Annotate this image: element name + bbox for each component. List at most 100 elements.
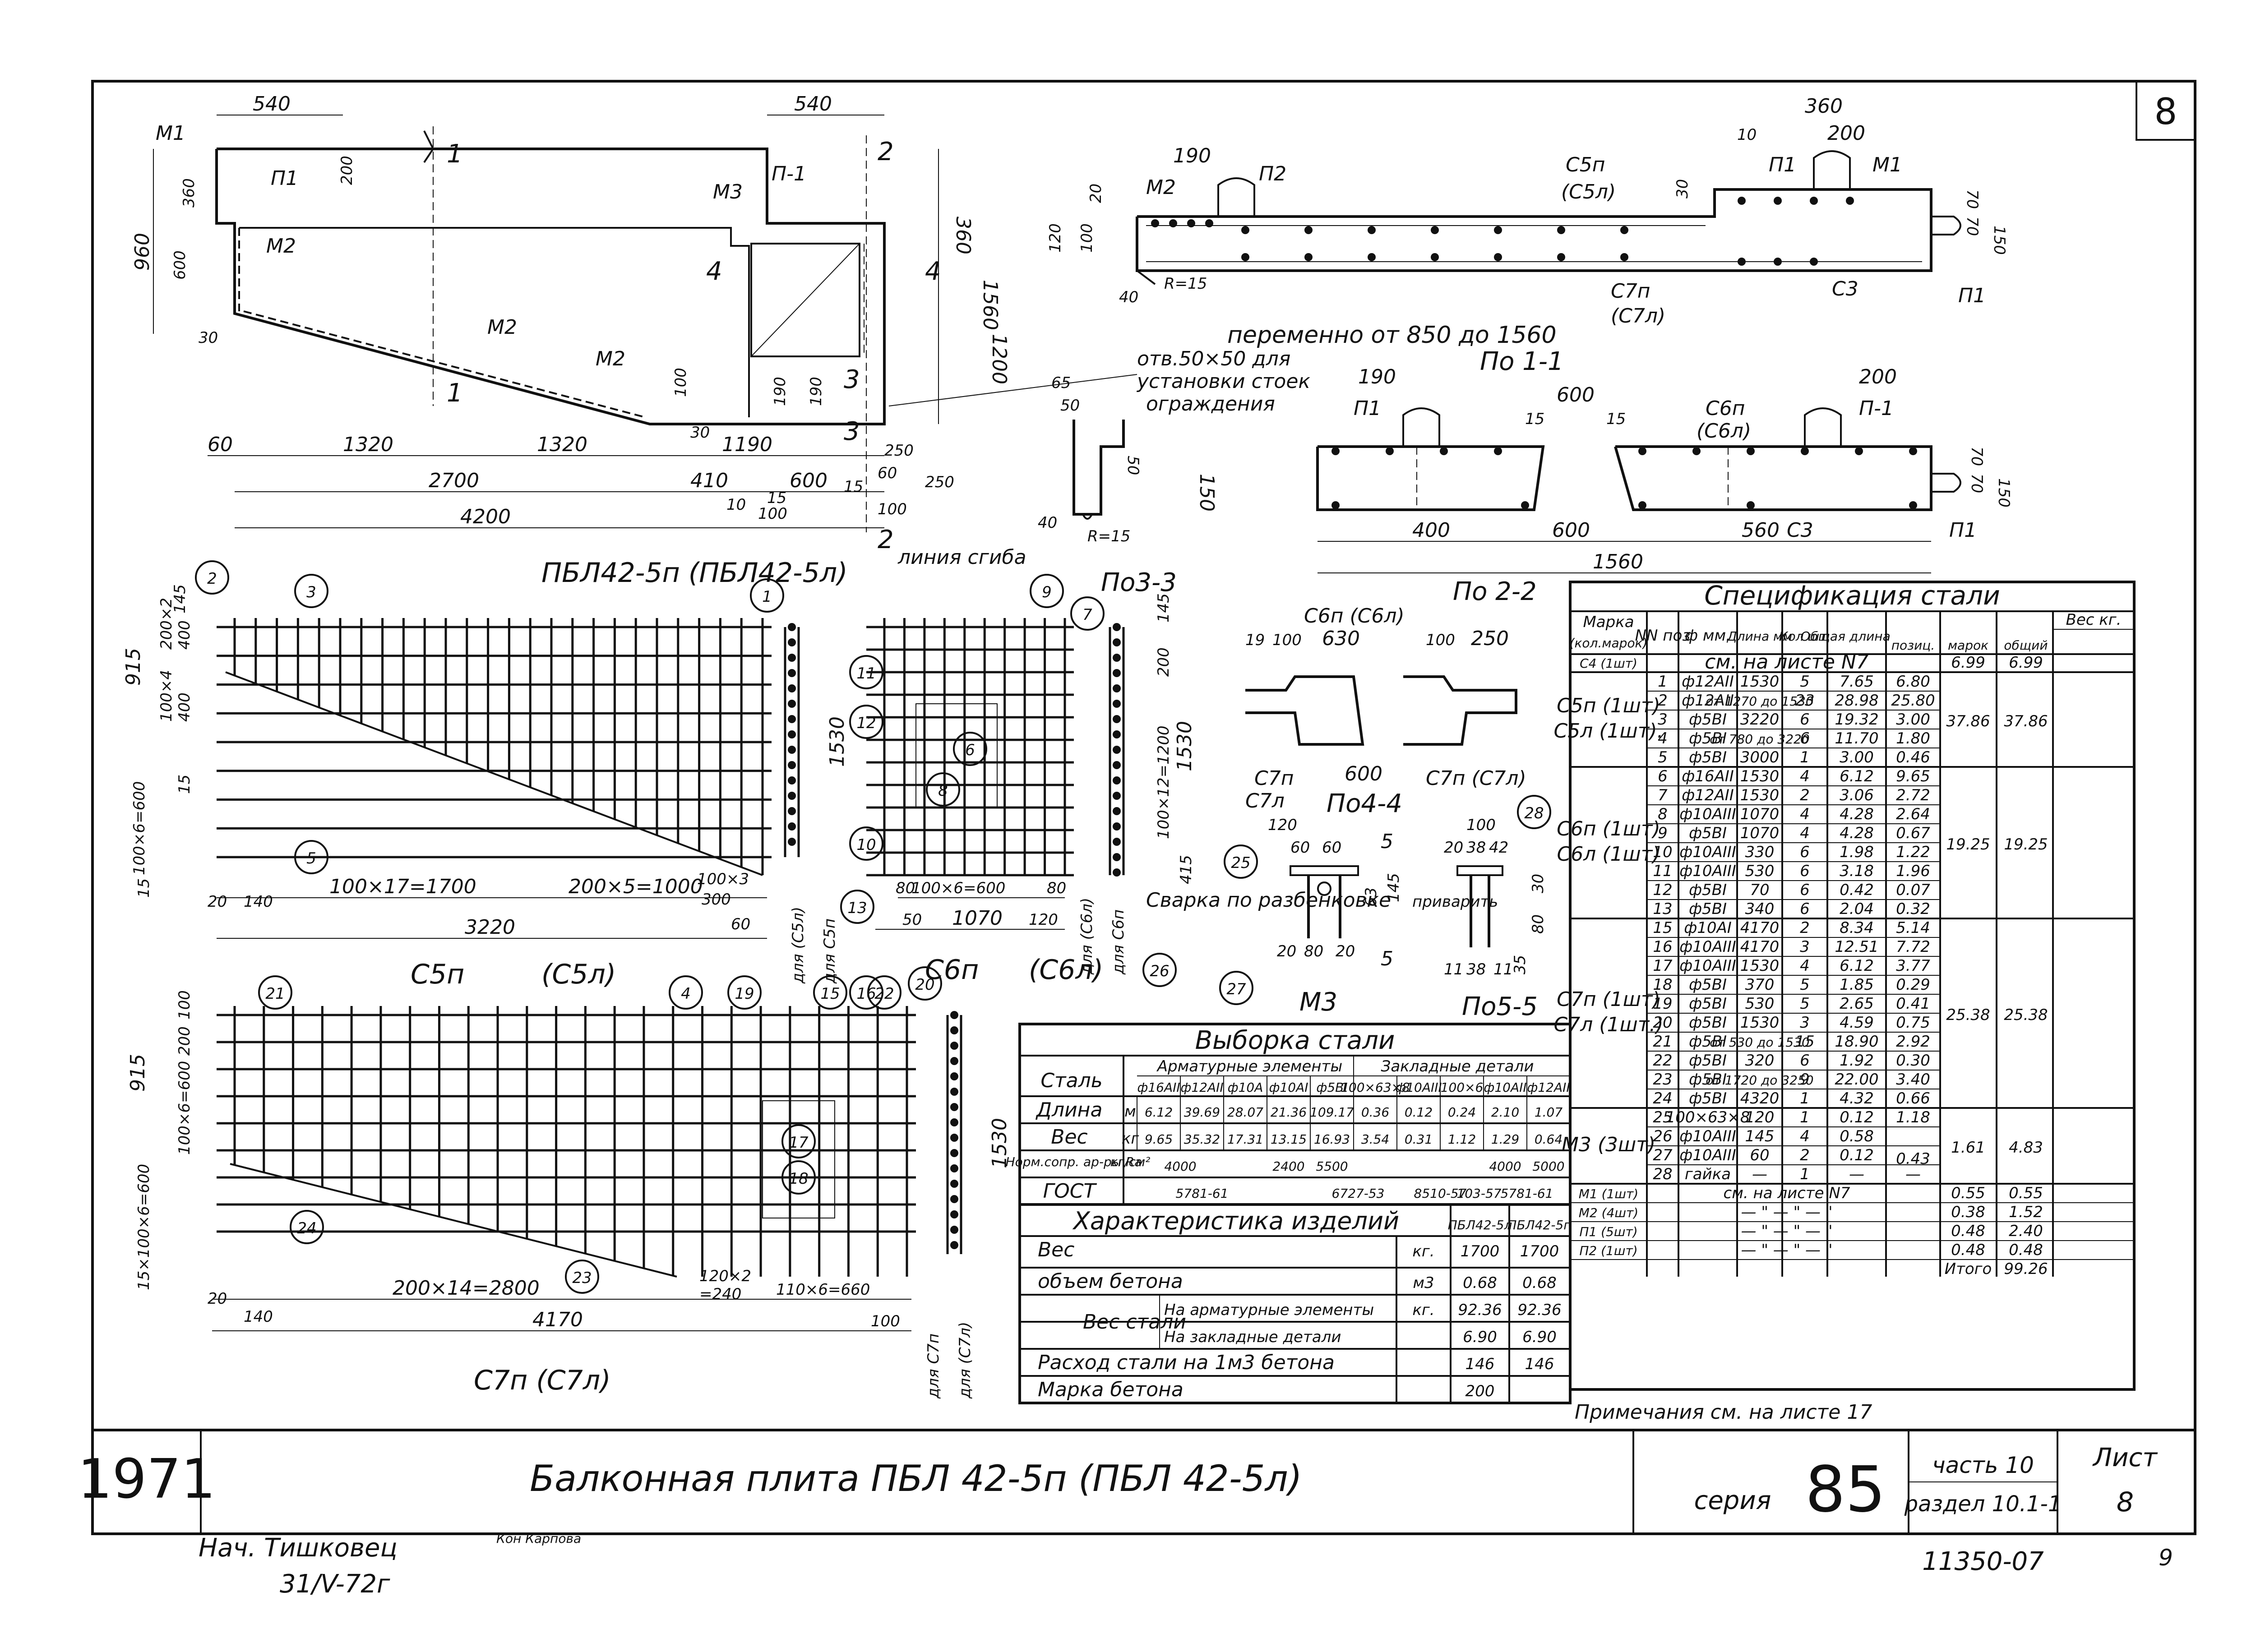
char-row-a: 6.90 (1463, 1328, 1497, 1346)
callout-number: 2 (207, 570, 217, 588)
spec-cell: 0.46 (1896, 748, 1930, 766)
s11-dim-120: 120 (1046, 223, 1064, 253)
c5-dim-20: 20 (208, 893, 227, 911)
sel-length: 0.36 (1361, 1105, 1389, 1120)
spec-cell: 22.00 (1835, 1071, 1878, 1089)
spec-cell: 4 (1800, 1127, 1810, 1145)
spec-cell: 2 (1800, 919, 1810, 937)
c6-side-dot (1113, 730, 1121, 738)
c7-dim-120x2: 120×2 (699, 1267, 751, 1285)
c7-side-dot (950, 1103, 958, 1111)
spec-cell: ф5ВI (1689, 1089, 1727, 1107)
c5-side-dot (788, 654, 796, 662)
c7-dim-100: 100 (871, 1312, 900, 1330)
spec-h-w-total: общий (2004, 638, 2048, 653)
c7-dim-240: =240 (699, 1285, 741, 1303)
spec-cell: 26 (1653, 1127, 1672, 1145)
mesh-c6-grid (866, 618, 1074, 877)
char-row-sub: На арматурные элементы (1164, 1301, 1374, 1319)
spec-cell: 4.32 (1840, 1089, 1874, 1107)
char-row-b: 146 (1525, 1355, 1554, 1373)
spec-cell: 23 (1653, 1071, 1672, 1089)
c7-side-dot (950, 1180, 958, 1188)
spec-cell: 6 (1658, 767, 1668, 785)
sel-unit-resist: кг/см² (1110, 1154, 1151, 1169)
c5-dim-300: 300 (702, 891, 731, 909)
spec-c4-mark: С4 (1шт) (1580, 656, 1637, 671)
spec-cell: 60 (1750, 1146, 1769, 1164)
spec-cell: 70 (1750, 881, 1769, 899)
plan-caption: ПБЛ42-5п (ПБЛ42-5л) (541, 557, 848, 589)
spec-cell: 4 (1658, 729, 1668, 748)
spec-h-w-pos: позиц. (1891, 638, 1935, 653)
spec-cell: 4170 (1740, 919, 1780, 937)
callout-circle (1224, 844, 1258, 879)
spec-cell: 27 (1653, 1146, 1673, 1164)
c6-side-dot (1113, 700, 1121, 708)
section-4-4: По4-4 120 60 60 63 145 5 5 20 80 20 Свар… (1146, 789, 1403, 1017)
dim-200: 200 (338, 156, 356, 185)
char-row-unit: м3 (1413, 1274, 1434, 1292)
spec-cell: 19 (1653, 995, 1672, 1013)
callout-number: 19 (735, 985, 754, 1003)
section-2-2: 190 200 600 15 15 400 600 560 1560 70 70… (1316, 365, 2013, 606)
spec-c4-note: см. на листе N7 (1705, 651, 1869, 674)
c6-side-label-p: для С6п (1110, 909, 1128, 975)
dim-1320-a: 1320 (343, 433, 393, 456)
s55-dim-80: 80 (1529, 914, 1547, 934)
sel-weight: 1.12 (1448, 1132, 1476, 1147)
c6-detail-dim-100-a: 100 (1272, 631, 1302, 649)
callout-number: 28 (1524, 804, 1544, 822)
s22-mark-p-1: П-1 (1859, 397, 1894, 420)
spec-group-w-marks: 19.25 (1946, 835, 1990, 854)
spec-cell: ф10АIII (1679, 938, 1736, 956)
spec-cell: ф10АIII (1679, 843, 1736, 861)
c7-dim-200: 200 (176, 1026, 194, 1056)
spec-total: 99.26 (2004, 1260, 2048, 1278)
spec-cell: 7 (1658, 786, 1668, 804)
callout-circle (1219, 971, 1253, 1005)
c6-dim-415: 415 (1177, 855, 1195, 884)
spec-cell: 2 (1658, 692, 1668, 710)
s55-dim-11-b: 11 (1493, 960, 1513, 978)
s11-mark-p2: П2 (1259, 162, 1286, 185)
spec-cell: 1530 (1740, 767, 1780, 785)
c6-side-dot (1113, 715, 1121, 723)
spec-cell: ф10АI (1684, 919, 1732, 937)
c7-side-dot (950, 1134, 958, 1142)
spec-cell: 4 (1800, 957, 1810, 975)
sel-unit-length: м (1124, 1103, 1136, 1121)
spec-cell: ф5ВI (1689, 1071, 1727, 1089)
sel-resist: 4000 (1164, 1159, 1196, 1174)
c5-side-dot (788, 623, 796, 631)
s55-dim-11-a: 11 (1444, 960, 1463, 978)
s33-dim-50-b: 50 (1124, 456, 1142, 475)
spec-cell: ф12АII (1682, 692, 1734, 710)
callout-number: 21 (265, 985, 285, 1003)
spec-cell: ф12АII (1682, 673, 1734, 691)
c5-dim-1000: 200×5=1000 (569, 875, 703, 898)
spec-cell: 7.72 (1896, 938, 1930, 956)
spec-group-w-total: 4.83 (2009, 1139, 2043, 1157)
s22-dim-1560: 1560 (1593, 550, 1643, 573)
spec-tail-wm: 0.48 (1951, 1241, 1985, 1259)
c7-dim-20: 20 (208, 1290, 227, 1308)
s33-dim-65: 65 (1051, 374, 1071, 392)
callout-circle (840, 890, 874, 924)
mesh-c7-grid (217, 1006, 916, 1277)
char-row-name: объем бетона (1038, 1270, 1183, 1293)
sel-resist: 5000 (1532, 1159, 1564, 1174)
callout-number: 24 (297, 1219, 316, 1237)
spec-cell: 16 (1653, 938, 1672, 956)
section-mark-3-top: 3 (844, 365, 860, 394)
spec-cell: 5 (1800, 673, 1810, 691)
section-mark-1-bottom: 1 (447, 378, 463, 408)
c6-side-dot (1113, 638, 1121, 646)
spec-cell: 1.92 (1840, 1052, 1874, 1070)
callout-circle (195, 560, 229, 595)
dim-250-a: 250 (884, 442, 914, 460)
sel-diam: 100×63×8 (1341, 1080, 1410, 1095)
spec-cell: 0.30 (1896, 1052, 1930, 1070)
spec-cell: 3 (1658, 711, 1668, 729)
spec-cell: ф10АIII (1679, 957, 1736, 975)
